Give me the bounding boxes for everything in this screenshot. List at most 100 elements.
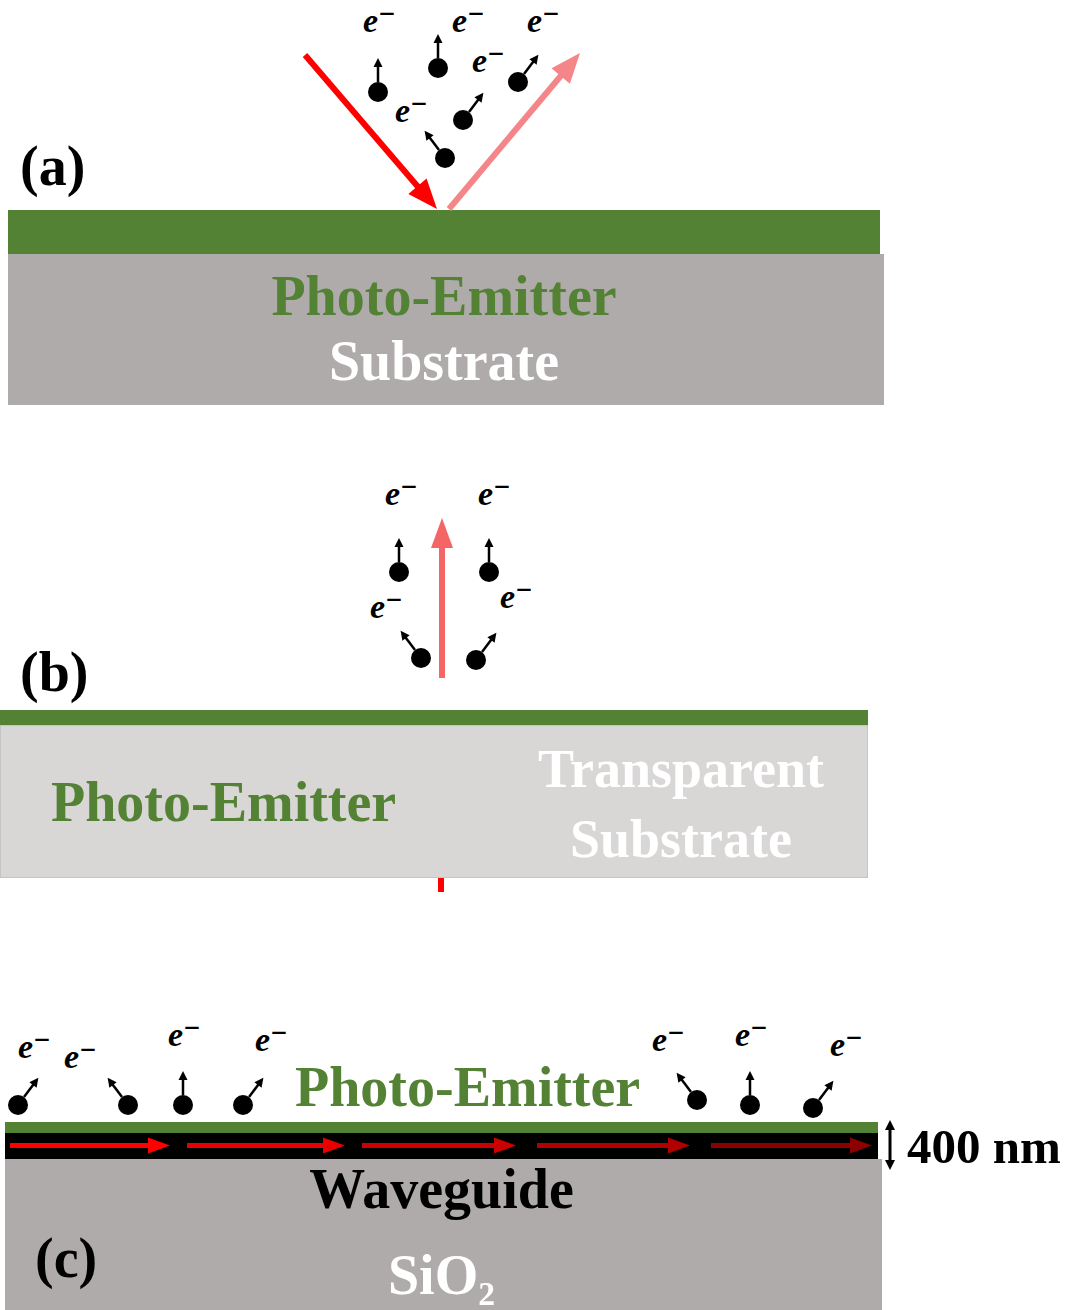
oxide-block: WaveguideSiO₂	[5, 1159, 882, 1310]
guided-beam-head	[668, 1138, 690, 1154]
transparent-substrate-block: Photo-Emitter Transparent Substrate	[0, 725, 868, 878]
electron-arrow-shaft	[377, 66, 380, 82]
guided-beam-shaft	[537, 1143, 669, 1148]
transmitted-beam-head	[431, 518, 453, 548]
electron-dot	[389, 562, 409, 582]
emitter-layer	[0, 710, 868, 725]
electron-dot	[479, 562, 499, 582]
emitter-label: Photo-Emitter	[51, 774, 396, 830]
electron-arrow-shaft	[24, 1084, 34, 1097]
dimension-head	[885, 1120, 895, 1130]
electron-arrow-head	[395, 538, 404, 547]
electron-dot	[411, 648, 431, 668]
emitter-layer	[8, 210, 880, 254]
electron-arrow-shaft	[482, 639, 492, 652]
electron-arrow-head	[401, 631, 410, 641]
panel-label: (a)	[20, 138, 85, 194]
electron-label: e⁻	[830, 1028, 863, 1062]
guided-beam-head	[323, 1138, 345, 1154]
electron-arrow-shaft	[249, 1084, 259, 1097]
electron-arrow-shaft	[469, 99, 479, 112]
electron-label: e⁻	[500, 580, 533, 614]
electron-label: e⁻	[395, 94, 428, 128]
electron-label: e⁻	[168, 1018, 201, 1052]
electron-arrow-shaft	[488, 546, 491, 562]
electron-dot	[466, 650, 486, 670]
electron-arrow-shaft	[182, 1079, 185, 1095]
emitter-label: Photo-Emitter	[8, 268, 880, 324]
electron-arrow-head	[434, 34, 443, 43]
electron-arrow-shaft	[681, 1079, 691, 1092]
dimension-label: 400 nm	[907, 1122, 1061, 1171]
reflected-beam-shaft	[449, 75, 561, 209]
electron-arrow-head	[677, 1073, 686, 1083]
substrate-label: Substrate	[8, 333, 880, 389]
electron-arrow-head	[374, 58, 383, 67]
incident-beam-head	[408, 178, 437, 209]
reflected-beam-head	[552, 53, 580, 84]
electron-label: e⁻	[385, 477, 418, 511]
electron-dot	[8, 1095, 28, 1115]
electrons	[8, 34, 833, 1118]
electron-arrow-shaft	[405, 637, 415, 650]
electron-dot	[233, 1095, 253, 1115]
transmitted-beam-shaft	[439, 547, 445, 678]
electron-dot	[687, 1090, 707, 1110]
electron-arrow-head	[474, 93, 483, 103]
electron-label: e⁻	[652, 1023, 685, 1057]
guided-beam-head	[850, 1138, 872, 1154]
electron-arrow-head	[485, 538, 494, 547]
oxide-label: SiO₂	[5, 1247, 878, 1303]
guided-beam-head	[494, 1138, 516, 1154]
emitter-layer	[5, 1122, 878, 1133]
electron-arrow-head	[29, 1078, 38, 1088]
electron-dot	[803, 1098, 823, 1118]
electron-arrow-shaft	[749, 1079, 752, 1095]
electron-dot	[740, 1095, 760, 1115]
electron-label: e⁻	[370, 590, 403, 624]
guided-beam-shaft	[187, 1143, 324, 1148]
dimension-arrow	[885, 1120, 895, 1170]
guided-beam-head	[148, 1138, 170, 1154]
waveguide-core	[5, 1133, 878, 1159]
light-beams	[10, 53, 872, 1154]
electron-arrow-shaft	[524, 61, 534, 74]
waveguide-label: Waveguide	[5, 1161, 878, 1217]
electron-arrow-head	[425, 131, 434, 141]
dimension-head	[885, 1160, 895, 1170]
electron-arrow-shaft	[437, 42, 440, 58]
electron-dot	[435, 148, 455, 168]
electron-dot	[173, 1095, 193, 1115]
electron-arrow-head	[179, 1071, 188, 1080]
electron-label: e⁻	[18, 1030, 51, 1064]
electron-arrow-head	[746, 1071, 755, 1080]
electron-label: e⁻	[255, 1023, 288, 1057]
electron-arrow-shaft	[398, 546, 401, 562]
electron-label: e⁻	[472, 44, 505, 78]
electron-arrow-head	[108, 1078, 117, 1088]
guided-beam-shaft	[711, 1143, 851, 1148]
electron-label: e⁻	[478, 477, 511, 511]
electron-dot	[453, 110, 473, 130]
guided-beam-shaft	[10, 1143, 149, 1148]
electron-arrow-head	[824, 1081, 833, 1091]
dimension-shaft	[889, 1129, 892, 1145]
electron-dot	[368, 82, 388, 102]
electron-arrow-shaft	[112, 1084, 122, 1097]
electron-dot	[508, 72, 528, 92]
electron-arrow-head	[529, 55, 538, 65]
electron-arrow-head	[254, 1078, 263, 1088]
substrate-block: Photo-EmitterSubstrate	[8, 254, 884, 405]
guided-beam-shaft	[362, 1143, 495, 1148]
electron-label: e⁻	[363, 4, 396, 38]
electron-arrow-shaft	[819, 1087, 829, 1100]
electron-dot	[118, 1095, 138, 1115]
substrate-label: Transparent Substrate	[506, 734, 856, 874]
electron-label: e⁻	[527, 4, 560, 38]
electron-label: e⁻	[735, 1018, 768, 1052]
dimension-shaft	[889, 1145, 892, 1161]
emitter-label: Photo-Emitter	[295, 1059, 640, 1115]
electron-label: e⁻	[64, 1040, 97, 1074]
electron-dot	[428, 58, 448, 78]
